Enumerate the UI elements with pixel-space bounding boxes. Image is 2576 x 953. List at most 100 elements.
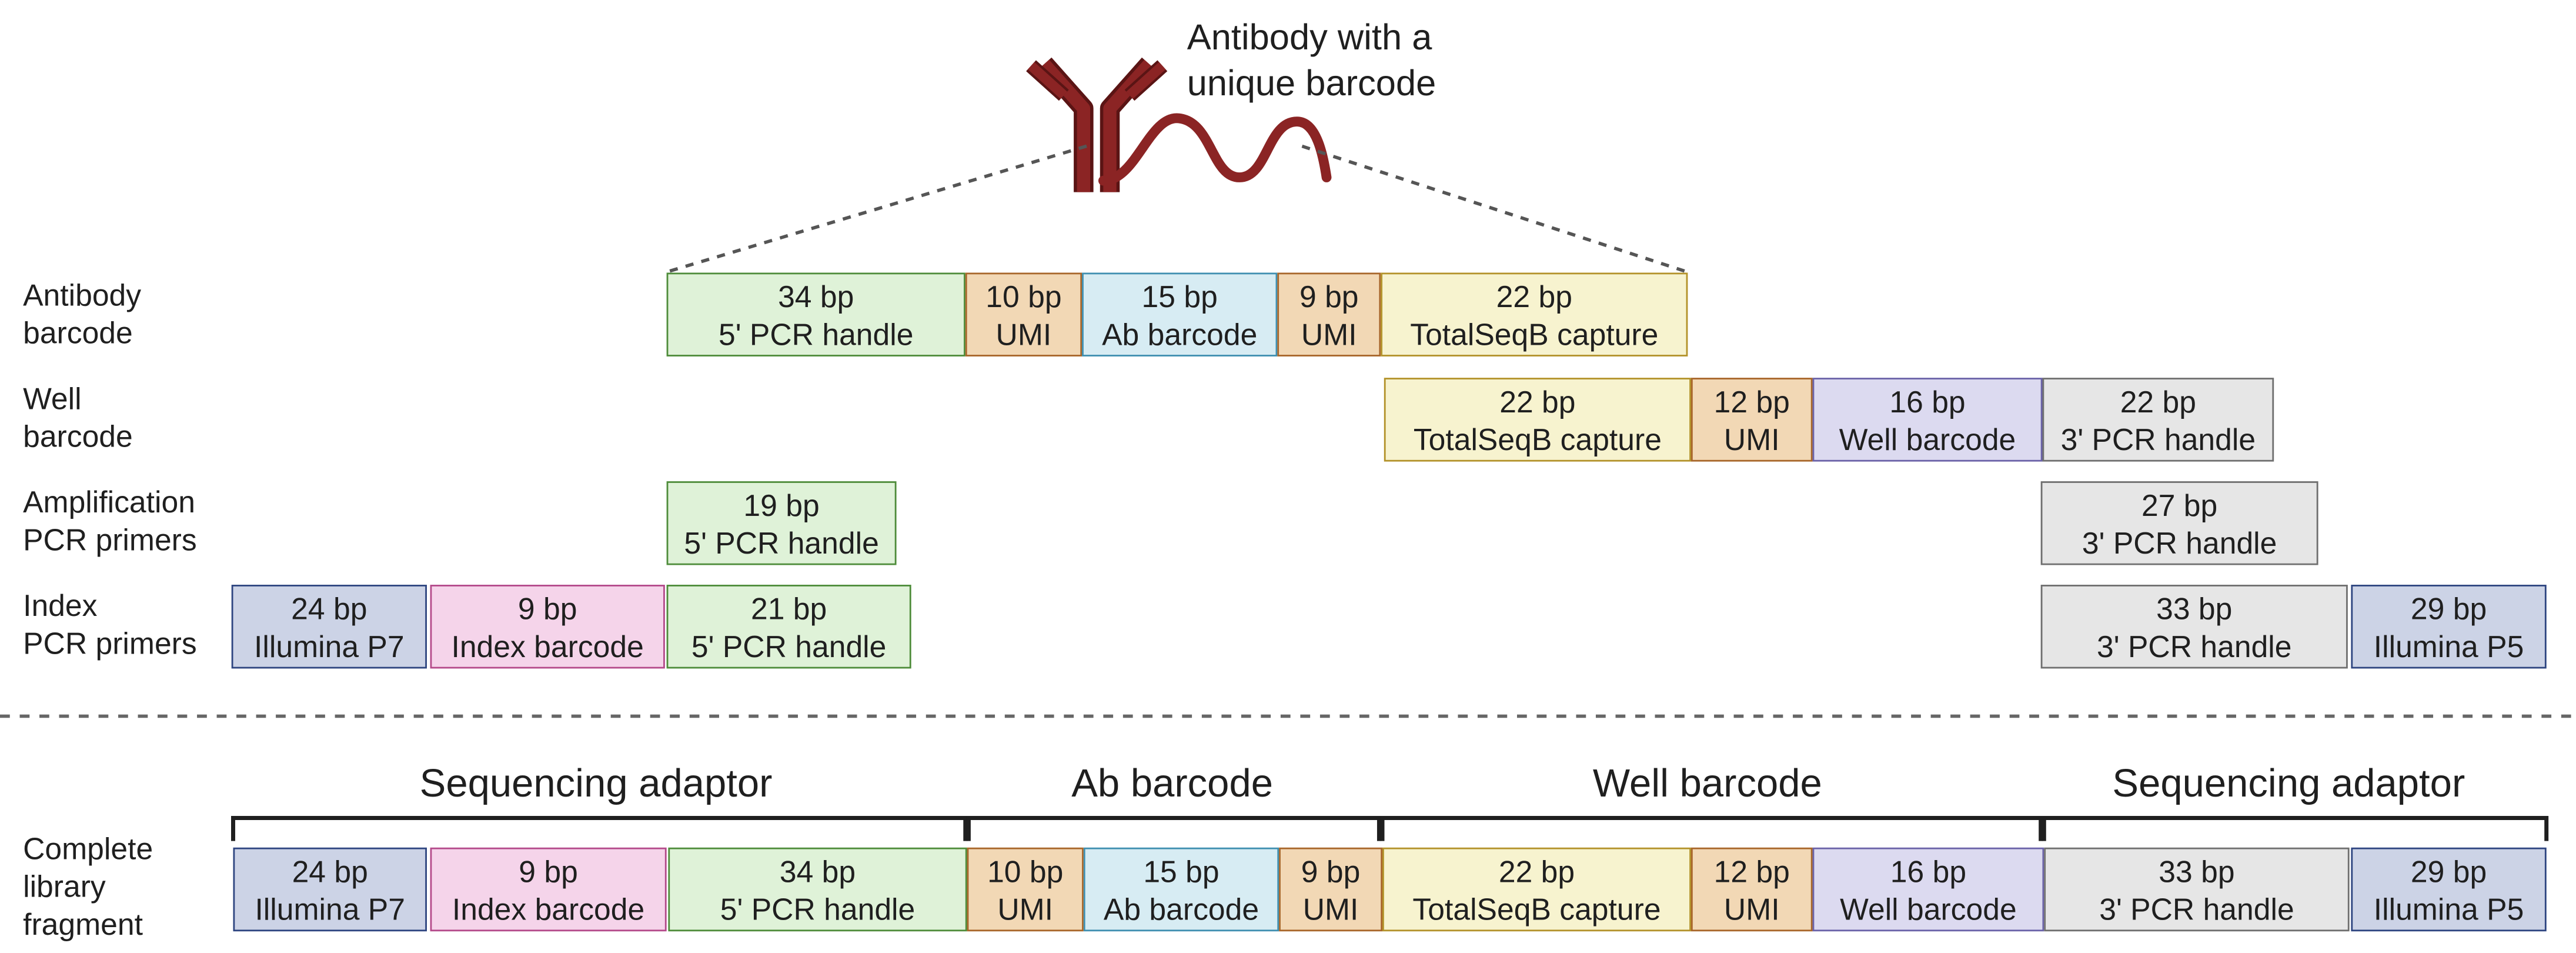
segment-well-barcode: 16 bp Well barcode — [1812, 847, 2044, 932]
group-title-ab-barcode: Ab barcode — [1071, 762, 1274, 807]
row-label-complete-fragment: Complete library fragment — [23, 829, 153, 943]
segment-name: TotalSeqB capture — [1413, 421, 1662, 456]
segment-index-barcode: 9 bp Index barcode — [430, 585, 665, 669]
row-label-line1: Antibody — [23, 277, 142, 312]
segment-name: UMI — [1723, 891, 1780, 926]
segment-illumina-p5: 29 bp Illumina P5 — [2351, 585, 2547, 669]
segment-5-pcr-handle: 34 bp 5' PCR handle — [666, 272, 965, 356]
zoom-line-left — [669, 143, 1092, 273]
segment-3-pcr-handle: 33 bp 3' PCR handle — [2040, 585, 2348, 669]
segment-ab-barcode: 15 bp Ab barcode — [1082, 272, 1278, 356]
segment-name: UMI — [1302, 891, 1359, 926]
segment-name: 5' PCR handle — [691, 628, 887, 663]
segment-name: TotalSeqB capture — [1412, 891, 1661, 926]
row-label-line3: fragment — [23, 907, 143, 941]
segment-3-pcr-handle: 22 bp 3' PCR handle — [2042, 378, 2274, 462]
row-label-index-primers: Index PCR primers — [23, 587, 197, 662]
segment-size: 19 bp — [743, 487, 820, 522]
segment-size: 9 bp — [1301, 853, 1361, 888]
row-label-amplification-primers: Amplification PCR primers — [23, 483, 197, 558]
segment-umi: 12 bp UMI — [1690, 847, 1813, 932]
antibody-icon — [1026, 57, 1332, 192]
segment-size: 24 bp — [291, 590, 367, 625]
segment-size: 22 bp — [1496, 278, 1572, 313]
antibody-label-line1: Antibody with a — [1187, 16, 1432, 58]
segment-ab-barcode: 15 bp Ab barcode — [1083, 847, 1279, 932]
bracket-sequencing-adaptor-left — [231, 816, 968, 841]
segment-name: Illumina P5 — [2373, 628, 2524, 663]
segment-size: 29 bp — [2410, 590, 2487, 625]
segment-name: Well barcode — [1840, 891, 2017, 926]
segment-size: 34 bp — [779, 853, 856, 888]
row-label-line1: Well — [23, 381, 82, 416]
segment-well-barcode: 16 bp Well barcode — [1812, 378, 2043, 462]
segment-3-pcr-handle: 27 bp 3' PCR handle — [2040, 481, 2318, 565]
segment-size: 27 bp — [2141, 487, 2218, 522]
segment-umi: 10 bp UMI — [965, 272, 1082, 356]
group-title-sequencing-adaptor: Sequencing adaptor — [419, 762, 773, 807]
segment-name: UMI — [997, 891, 1054, 926]
segment-5-pcr-handle: 21 bp 5' PCR handle — [666, 585, 911, 669]
segment-name: 5' PCR handle — [718, 316, 914, 351]
segment-size: 22 bp — [2120, 383, 2196, 418]
group-title-well-barcode: Well barcode — [1592, 762, 1822, 807]
segment-size: 10 bp — [985, 278, 1062, 313]
segment-size: 24 bp — [292, 853, 368, 888]
segment-size: 21 bp — [750, 590, 827, 625]
segment-name: Well barcode — [1839, 421, 2016, 456]
segment-illumina-p7: 24 bp Illumina P7 — [233, 847, 427, 932]
row-label-line2: barcode — [23, 315, 133, 350]
row-label-line2: PCR primers — [23, 522, 197, 557]
segment-umi: 12 bp UMI — [1690, 378, 1813, 462]
segment-size: 10 bp — [987, 853, 1064, 888]
segment-name: UMI — [1723, 421, 1780, 456]
antibody-label: Antibody with a unique barcode — [1187, 15, 1436, 106]
segment-size: 12 bp — [1713, 853, 1790, 888]
group-brackets — [231, 816, 2549, 841]
row-label-line1: Amplification — [23, 484, 195, 519]
segment-name: 5' PCR handle — [684, 525, 879, 559]
segment-index-barcode: 9 bp Index barcode — [430, 847, 667, 932]
segment-size: 22 bp — [1498, 853, 1575, 888]
segment-name: Illumina P5 — [2373, 891, 2524, 926]
segment-size: 15 bp — [1141, 278, 1218, 313]
bracket-well-barcode — [1380, 816, 2043, 841]
row-label-line1: Complete — [23, 831, 153, 866]
row-label-line2: barcode — [23, 419, 133, 454]
bracket-ab-barcode — [966, 816, 1381, 841]
segment-name: 3' PCR handle — [2060, 421, 2256, 456]
segment-5-pcr-handle: 19 bp 5' PCR handle — [666, 481, 897, 565]
segment-illumina-p5: 29 bp Illumina P5 — [2351, 847, 2547, 932]
segment-3-pcr-handle: 33 bp 3' PCR handle — [2044, 847, 2350, 932]
segment-size: 9 bp — [1299, 278, 1359, 313]
antibody-label-line2: unique barcode — [1187, 62, 1436, 104]
segment-totalseqb-capture: 22 bp TotalSeqB capture — [1382, 847, 1691, 932]
row-label-well-barcode: Well barcode — [23, 379, 133, 455]
segment-size: 33 bp — [2159, 853, 2235, 888]
segment-size: 9 bp — [519, 853, 578, 888]
zoom-line-right — [1296, 143, 1685, 273]
segment-totalseqb-capture: 22 bp TotalSeqB capture — [1381, 272, 1688, 356]
segment-size: 15 bp — [1143, 853, 1219, 888]
segment-size: 16 bp — [1890, 853, 1967, 888]
segment-umi: 9 bp UMI — [1277, 272, 1381, 356]
segment-name: 3' PCR handle — [2097, 628, 2292, 663]
bracket-sequencing-adaptor-right — [2042, 816, 2549, 841]
segment-name: 5' PCR handle — [720, 891, 916, 926]
segment-name: UMI — [1301, 316, 1357, 351]
segment-name: Illumina P7 — [254, 628, 405, 663]
segment-name: 3' PCR handle — [2081, 525, 2277, 559]
row-label-line2: PCR primers — [23, 625, 197, 661]
segment-size: 29 bp — [2410, 853, 2487, 888]
row-label-antibody-barcode: Antibody barcode — [23, 276, 141, 351]
segment-name: UMI — [995, 316, 1052, 351]
segment-illumina-p7: 24 bp Illumina P7 — [231, 585, 427, 669]
row-label-line1: Index — [23, 588, 98, 623]
segment-name: TotalSeqB capture — [1410, 316, 1659, 351]
segment-name: Index barcode — [451, 628, 644, 663]
segment-totalseqb-capture: 22 bp TotalSeqB capture — [1384, 378, 1691, 462]
segment-name: Index barcode — [452, 891, 645, 926]
segment-name: Ab barcode — [1103, 891, 1259, 926]
